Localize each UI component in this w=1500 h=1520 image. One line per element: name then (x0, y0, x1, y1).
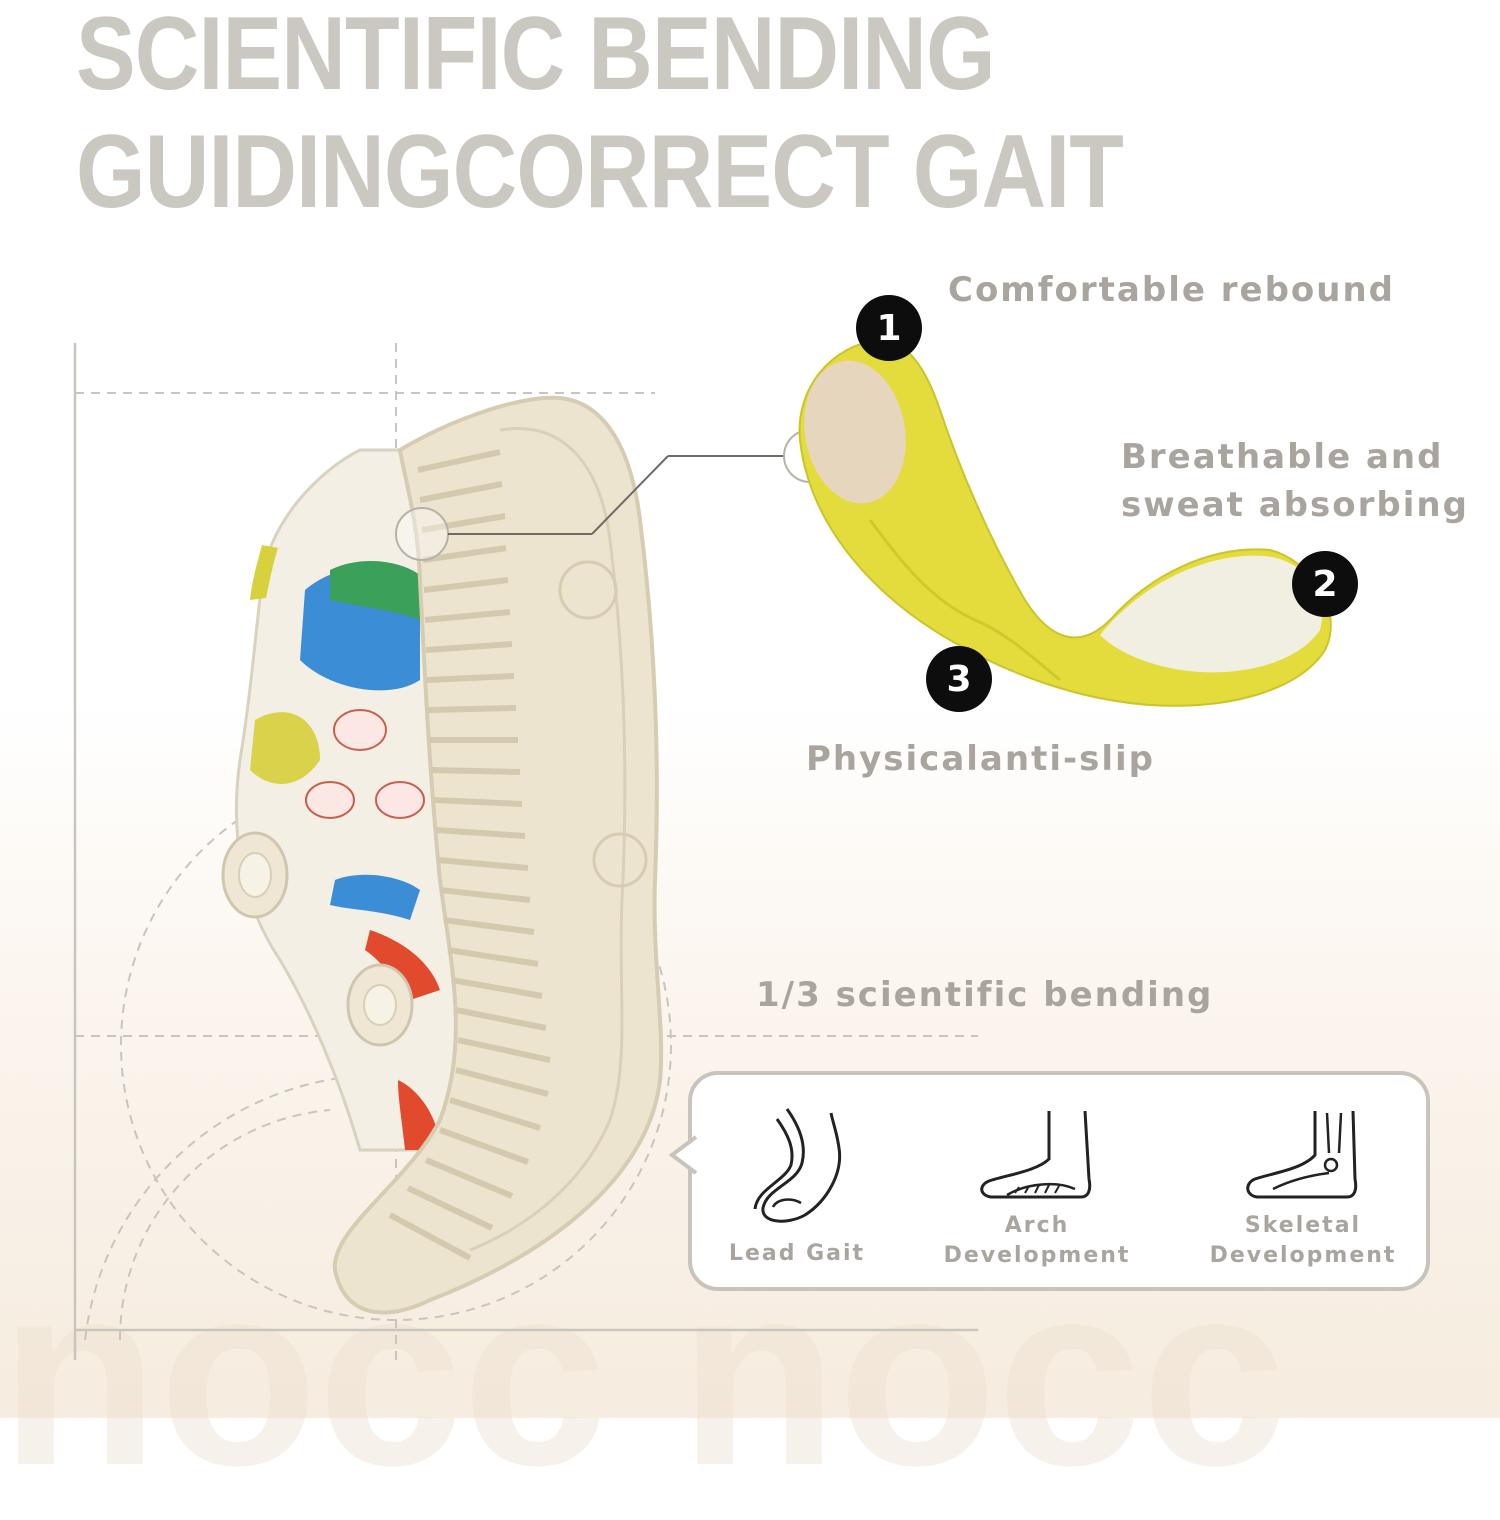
lead-gait-foot-icon (753, 1108, 842, 1223)
skeletal-foot-icon (1246, 1110, 1358, 1199)
insole (798, 338, 1332, 707)
feature-badge-1: 1 (856, 295, 922, 361)
benefit-arch-development: Arch Development (942, 1109, 1132, 1271)
shoe-upper (221, 448, 472, 1152)
benefits-panel: Lead Gait Arch Development Skeletal Deve… (668, 1071, 1430, 1291)
bending-label: 1/3 scientific bending (756, 975, 1214, 1015)
arch-foot-icon (980, 1110, 1092, 1199)
feature-label-breathable: Breathable and sweat absorbing (1121, 437, 1469, 525)
benefit-skeletal-development: Skeletal Development (1208, 1109, 1398, 1271)
feature-badge-2: 2 (1292, 551, 1358, 617)
shoe-outsole (332, 395, 664, 1315)
benefit-label-lead-gait: Lead Gait (728, 1241, 866, 1266)
headline-line-1: SCIENTIFIC BENDING (76, 0, 996, 112)
feature-label-anti-slip: Physicalanti-slip (806, 739, 1155, 779)
outsole-tread (388, 449, 551, 1261)
feature-badge-3: 3 (926, 646, 992, 712)
product-illustration (73, 338, 1332, 1360)
benefit-label-arch-development: Arch Development (943, 1213, 1131, 1268)
panel-pointer (668, 1135, 698, 1175)
benefit-lead-gait: Lead Gait (722, 1103, 872, 1269)
feature-label-rebound: Comfortable rebound (948, 270, 1396, 310)
headline-line-2: GUIDINGCORRECT GAIT (76, 114, 1124, 230)
benefit-label-skeletal-development: Skeletal Development (1209, 1213, 1397, 1268)
